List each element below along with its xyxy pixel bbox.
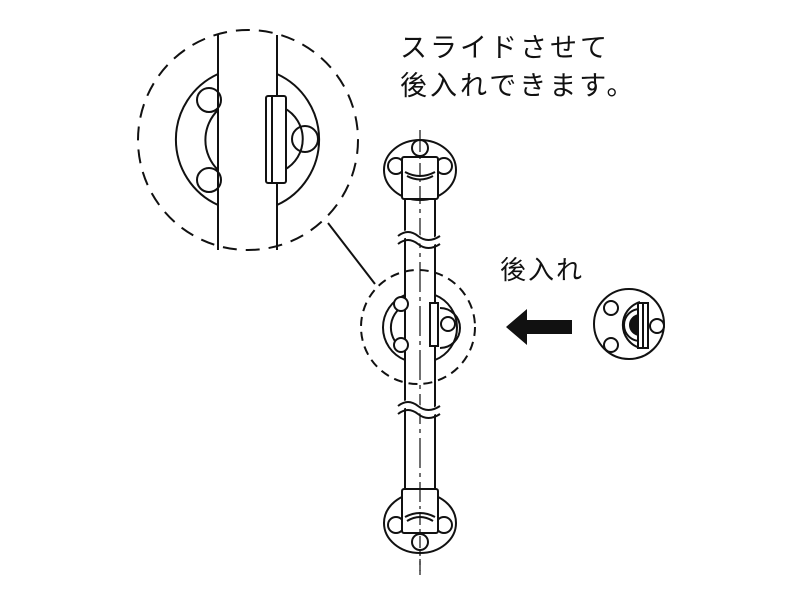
magnified-detail xyxy=(137,29,376,285)
side-view-flange xyxy=(593,288,665,360)
slide-instruction-text: スライドさせて 後入れできます。 xyxy=(400,30,637,106)
post-insert-label: 後入れ xyxy=(500,256,585,286)
slide-instruction-line2: 後入れできます。 xyxy=(400,71,637,102)
middle-dashed-circle xyxy=(360,269,476,385)
magnify-dashed-circle xyxy=(137,29,359,251)
slide-instruction-line1: スライドさせて xyxy=(400,33,610,64)
arrow-left-icon xyxy=(506,309,572,345)
grab-bar xyxy=(360,130,476,575)
